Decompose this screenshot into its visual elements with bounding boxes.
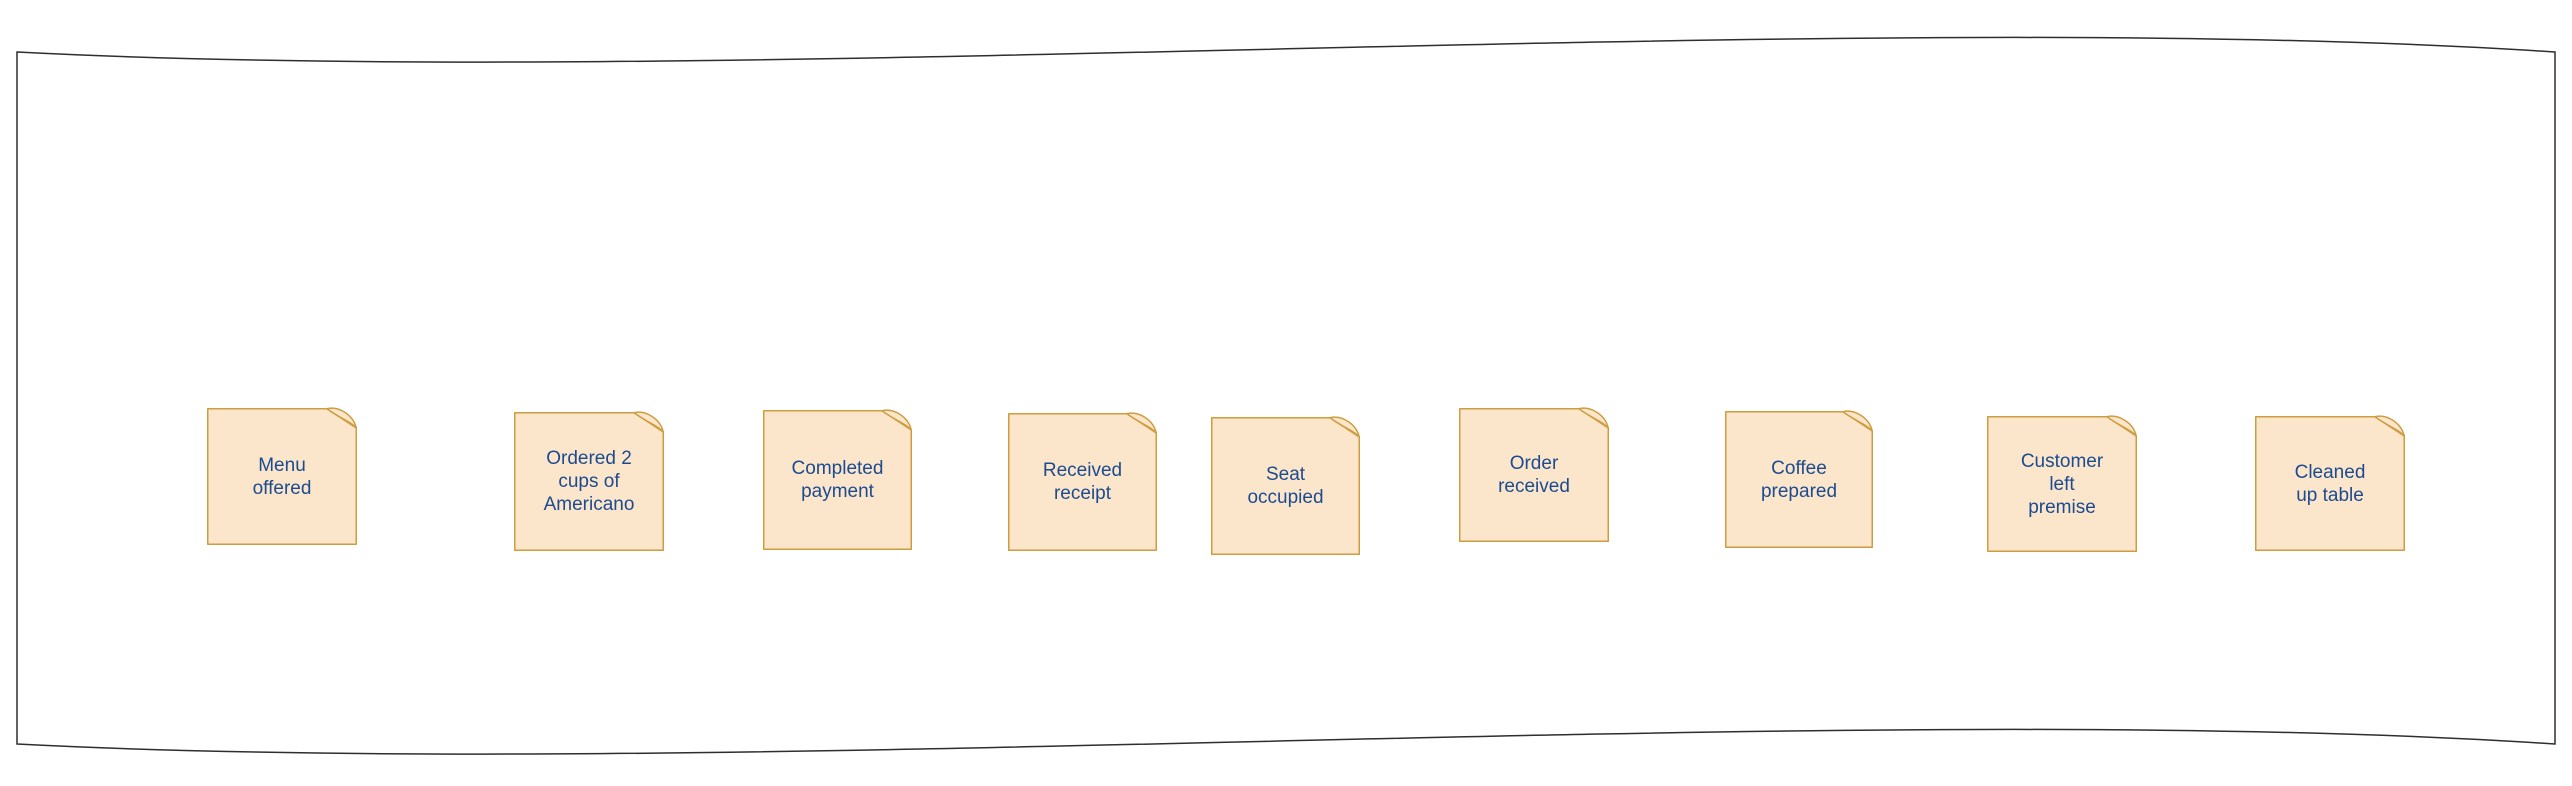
folded-corner-icon	[326, 407, 357, 429]
note-label-line: occupied	[1247, 487, 1324, 508]
note-label-line: Order	[1509, 453, 1559, 474]
folded-corner-icon	[881, 409, 912, 431]
note-label-line: Received	[1042, 460, 1123, 481]
folded-corner-icon	[1842, 410, 1873, 432]
note-label-line: receipt	[1053, 483, 1112, 504]
note-label-line: Completed	[791, 458, 884, 479]
folded-corner-icon	[2374, 415, 2405, 437]
note-label-line: Seat	[1265, 464, 1306, 485]
folded-corner-icon	[1578, 407, 1609, 429]
note-label-line: prepared	[1760, 480, 1838, 502]
note-label-line: Customer	[2020, 450, 2104, 472]
note-label-line: left	[2049, 473, 2075, 495]
note-outline	[1725, 410, 1873, 548]
note-outline	[2255, 415, 2405, 551]
note-label-line: Menu	[258, 454, 306, 476]
note-body	[514, 412, 664, 551]
note-label-line: Cleaned	[2294, 461, 2366, 483]
note-body	[1211, 417, 1360, 555]
note-label-line: Americano	[543, 494, 635, 515]
note-label-line: Coffee	[1771, 457, 1827, 479]
note-outline	[1987, 415, 2137, 552]
note-label-line: offered	[252, 477, 312, 499]
note-body	[2255, 416, 2405, 551]
note-body	[1987, 416, 2137, 552]
note-label-line: Ordered 2	[546, 448, 632, 469]
note-body	[1008, 413, 1157, 551]
folded-corner-icon	[1329, 416, 1360, 438]
note-body	[1725, 411, 1873, 548]
note-body	[207, 408, 357, 545]
note-body	[1459, 408, 1609, 542]
note-outline	[1211, 416, 1360, 555]
note-label-line: up table	[2296, 484, 2364, 506]
note-label-line: cups of	[558, 471, 620, 492]
folded-corner-icon	[1126, 412, 1157, 434]
folded-corner-icon	[633, 411, 664, 433]
note-label-line: premise	[2028, 496, 2096, 518]
note-label-line: payment	[801, 481, 874, 502]
note-body	[763, 410, 912, 550]
folded-corner-icon	[2106, 415, 2137, 437]
note-outline	[1459, 407, 1609, 542]
note-outline	[514, 411, 664, 551]
note-label-line: received	[1498, 476, 1570, 497]
tape-boundary-path	[16, 36, 2556, 755]
note-outline	[1008, 412, 1157, 551]
note-outline	[207, 407, 357, 545]
note-outline	[763, 409, 912, 550]
